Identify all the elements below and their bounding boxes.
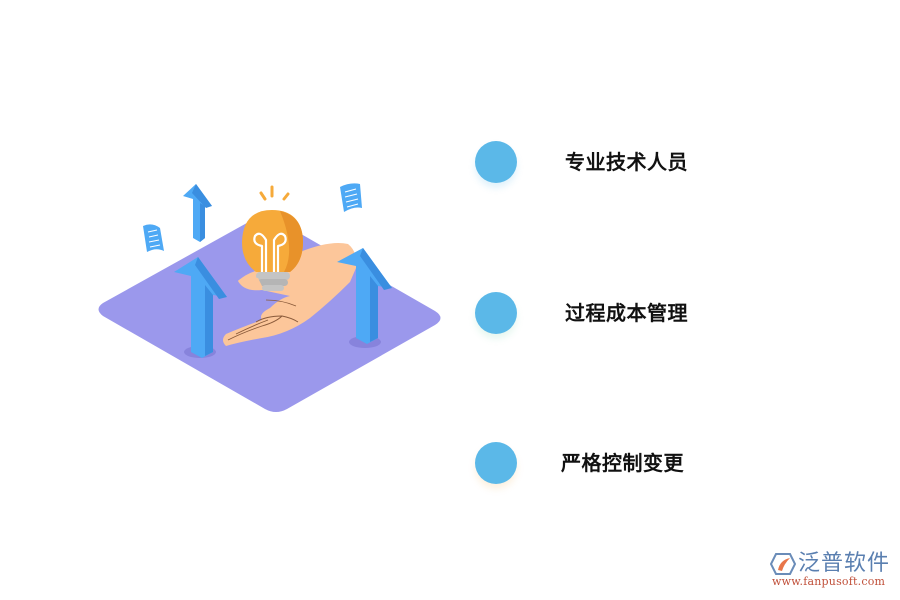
brand-logo: 泛普软件 www.fanpusoft.com bbox=[768, 551, 896, 591]
logo-name: 泛普软件 bbox=[798, 551, 891, 576]
arrow-icon-left bbox=[174, 257, 227, 358]
paper-icon-right bbox=[340, 183, 362, 212]
list-item: 严格控制变更 bbox=[473, 442, 773, 486]
arrow-icon-small bbox=[183, 184, 212, 242]
list-item: 过程成本管理 bbox=[473, 292, 773, 336]
paper-icon-left bbox=[143, 224, 164, 252]
hand-icon bbox=[223, 243, 357, 346]
item-label: 专业技术人员 bbox=[565, 150, 688, 174]
lightbulb-icon bbox=[242, 185, 303, 291]
logo-icon bbox=[770, 553, 796, 575]
item-label: 严格控制变更 bbox=[561, 451, 684, 475]
illustration bbox=[98, 183, 441, 412]
list-item: 专业技术人员 bbox=[473, 141, 773, 185]
logo-url: www.fanpusoft.com bbox=[772, 575, 886, 588]
bullet-circle-icon bbox=[475, 442, 517, 484]
bullet-circle-icon bbox=[475, 292, 517, 334]
item-label: 过程成本管理 bbox=[565, 301, 688, 325]
bullet-circle-icon bbox=[475, 141, 517, 183]
arrow-icon-right bbox=[337, 248, 392, 344]
